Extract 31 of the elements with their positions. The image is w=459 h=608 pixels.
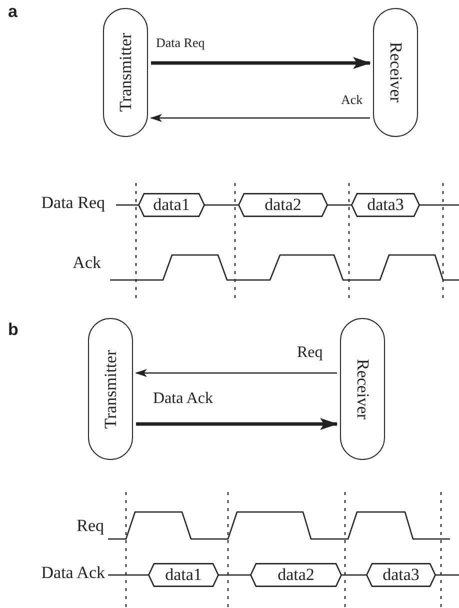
panel-letter: a [8, 2, 18, 22]
station-name: Transmitter [100, 350, 120, 428]
signal-name: Data Ack [40, 563, 105, 583]
data-label: data2 [278, 565, 314, 585]
panel-letter: b [8, 320, 18, 340]
signal-name: Req [76, 516, 104, 536]
edge-label: Req [296, 344, 324, 362]
station-box [103, 8, 148, 137]
data-packet [148, 563, 219, 587]
arrow [135, 369, 337, 377]
station-box [340, 318, 385, 460]
arrow [151, 57, 371, 69]
station-name: Receiver [386, 42, 406, 103]
data-label: data3 [382, 565, 420, 585]
data-label: data3 [367, 195, 404, 215]
data-packet [138, 193, 205, 217]
data-packet [351, 193, 420, 217]
data-packet [238, 193, 328, 217]
data-label: data1 [165, 565, 202, 585]
signal-name: Data Req [40, 193, 105, 213]
arrow [150, 114, 370, 122]
station-name: Transmitter [116, 33, 136, 112]
arrow [136, 418, 338, 430]
data-packet [250, 563, 342, 587]
station-box [373, 8, 418, 137]
signal-name: Ack [72, 253, 101, 273]
data-label: data2 [264, 195, 302, 215]
data-packet [366, 563, 436, 587]
data-label: data1 [153, 195, 190, 215]
station-name: Receiver [352, 358, 372, 420]
station-box [88, 318, 133, 460]
